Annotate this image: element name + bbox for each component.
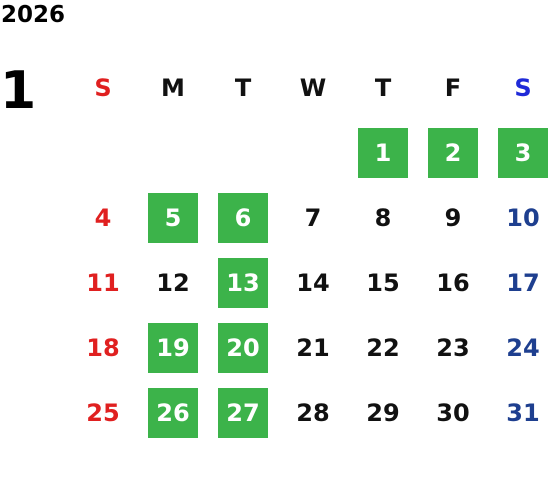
empty-day-cell <box>68 120 138 185</box>
day-cell[interactable]: 16 <box>418 250 488 315</box>
day-cell[interactable]: 21 <box>278 315 348 380</box>
weekday-header-tuesday: T <box>234 73 252 102</box>
day-number: 26 <box>156 398 190 427</box>
day-cell[interactable]: 4 <box>68 185 138 250</box>
day-cell[interactable]: 15 <box>348 250 418 315</box>
day-cell[interactable]: 22 <box>348 315 418 380</box>
day-number: 19 <box>156 333 190 362</box>
day-number: 7 <box>304 203 322 232</box>
day-number: 16 <box>436 268 470 297</box>
empty-day-cell <box>208 120 278 185</box>
day-number: 1 <box>374 138 392 167</box>
day-number: 30 <box>436 398 470 427</box>
day-number: 4 <box>94 203 112 232</box>
day-number: 17 <box>506 268 540 297</box>
day-cell[interactable]: 23 <box>418 315 488 380</box>
day-cell[interactable]: 6 <box>208 185 278 250</box>
day-number: 20 <box>226 333 260 362</box>
day-number: 15 <box>366 268 400 297</box>
day-cell[interactable]: 28 <box>278 380 348 445</box>
day-number: 14 <box>296 268 330 297</box>
day-cell[interactable]: 5 <box>138 185 208 250</box>
weekday-header-thursday: T <box>374 73 392 102</box>
day-number: 8 <box>374 203 392 232</box>
weekday-header-wednesday: W <box>299 73 327 102</box>
weekday-header-monday: M <box>161 73 185 102</box>
day-cell[interactable]: 26 <box>138 380 208 445</box>
highlight-marker <box>148 192 198 243</box>
day-cell[interactable]: 30 <box>418 380 488 445</box>
highlight-marker <box>148 387 198 438</box>
highlight-marker <box>428 127 478 178</box>
day-cell[interactable]: 24 <box>488 315 548 380</box>
day-number: 5 <box>164 203 182 232</box>
day-number: 27 <box>226 398 260 427</box>
day-cell[interactable]: 13 <box>208 250 278 315</box>
day-cell[interactable]: 19 <box>138 315 208 380</box>
day-cell[interactable]: 9 <box>418 185 488 250</box>
highlight-marker <box>218 257 268 308</box>
day-cell[interactable]: 18 <box>68 315 138 380</box>
year-label: 2026 <box>1 2 66 28</box>
highlight-marker <box>148 322 198 373</box>
day-number: 28 <box>296 398 330 427</box>
day-number: 25 <box>86 398 120 427</box>
day-cell[interactable]: 2 <box>418 120 488 185</box>
highlight-marker <box>218 192 268 243</box>
day-number: 13 <box>226 268 260 297</box>
day-cell[interactable]: 27 <box>208 380 278 445</box>
highlight-marker <box>358 127 408 178</box>
day-number: 12 <box>156 268 190 297</box>
day-cell[interactable]: 14 <box>278 250 348 315</box>
highlight-marker <box>498 127 548 178</box>
day-cell[interactable]: 25 <box>68 380 138 445</box>
day-number: 31 <box>506 398 540 427</box>
day-cell[interactable]: 20 <box>208 315 278 380</box>
day-cell[interactable]: 29 <box>348 380 418 445</box>
weekday-header-friday: F <box>444 73 462 102</box>
highlight-marker <box>218 387 268 438</box>
month-number: 1 <box>0 61 37 121</box>
day-number: 18 <box>86 333 120 362</box>
day-number: 3 <box>514 138 532 167</box>
day-cell[interactable]: 11 <box>68 250 138 315</box>
day-number: 29 <box>366 398 400 427</box>
day-number: 22 <box>366 333 400 362</box>
day-cell[interactable]: 7 <box>278 185 348 250</box>
empty-day-cell <box>138 120 208 185</box>
weekday-header-saturday: S <box>514 73 532 102</box>
highlight-marker <box>218 322 268 373</box>
day-cell[interactable]: 17 <box>488 250 548 315</box>
day-number: 24 <box>506 333 540 362</box>
day-number: 11 <box>86 268 120 297</box>
day-number: 9 <box>444 203 462 232</box>
day-cell[interactable]: 12 <box>138 250 208 315</box>
day-cell[interactable]: 3 <box>488 120 548 185</box>
day-cell[interactable]: 10 <box>488 185 548 250</box>
day-number: 10 <box>506 203 540 232</box>
day-number: 2 <box>444 138 462 167</box>
day-cell[interactable]: 8 <box>348 185 418 250</box>
day-number: 21 <box>296 333 330 362</box>
day-cell[interactable]: 31 <box>488 380 548 445</box>
weekday-header-sunday: S <box>94 73 112 102</box>
day-number: 6 <box>234 203 252 232</box>
empty-day-cell <box>278 120 348 185</box>
day-cell[interactable]: 1 <box>348 120 418 185</box>
day-number: 23 <box>436 333 470 362</box>
